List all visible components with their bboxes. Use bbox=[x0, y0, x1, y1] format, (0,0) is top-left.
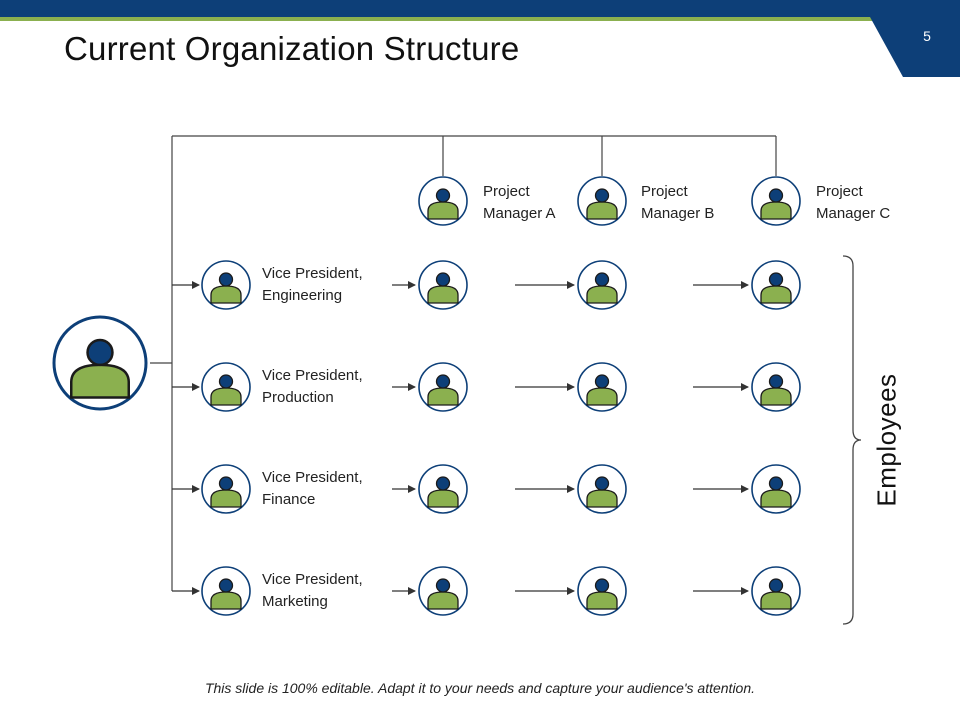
slide-title: Current Organization Structure bbox=[64, 30, 520, 67]
right-brace-icon bbox=[842, 255, 862, 625]
vice-president-person-icon bbox=[201, 260, 251, 310]
vice-president-person-icon bbox=[201, 566, 251, 616]
ceo-person-icon bbox=[52, 315, 148, 411]
project-manager-b-label: Project Manager B bbox=[641, 183, 715, 222]
employee-person-icon bbox=[751, 566, 801, 616]
employee-person-icon bbox=[751, 260, 801, 310]
vp-finance-label: Vice President, Finance bbox=[262, 469, 363, 508]
employee-person-icon bbox=[577, 260, 627, 310]
employee-person-icon bbox=[418, 566, 468, 616]
project-manager-a-label: Project Manager A bbox=[483, 183, 556, 222]
employee-person-icon bbox=[751, 362, 801, 412]
vice-president-person-icon bbox=[201, 464, 251, 514]
employee-person-icon bbox=[418, 260, 468, 310]
employee-person-icon bbox=[577, 362, 627, 412]
project-manager-c-label: Project Manager C bbox=[816, 183, 891, 222]
header-band bbox=[0, 0, 960, 17]
vp-production-label: Vice President, Production bbox=[262, 367, 363, 406]
header-accent-line bbox=[0, 17, 880, 21]
employee-person-icon bbox=[577, 566, 627, 616]
page-number-tab bbox=[870, 17, 960, 77]
employee-person-icon bbox=[418, 464, 468, 514]
vp-engineering-label: Vice President, Engineering bbox=[262, 265, 363, 304]
employee-person-icon bbox=[418, 362, 468, 412]
employee-person-icon bbox=[577, 464, 627, 514]
vp-marketing-label: Vice President, Marketing bbox=[262, 571, 363, 610]
project-manager-person-icon bbox=[418, 176, 468, 226]
footer-note: This slide is 100% editable. Adapt it to… bbox=[204, 680, 756, 696]
employee-person-icon bbox=[751, 464, 801, 514]
vice-president-person-icon bbox=[201, 362, 251, 412]
page-number: 5 bbox=[923, 28, 931, 44]
project-manager-person-icon bbox=[751, 176, 801, 226]
project-manager-person-icon bbox=[577, 176, 627, 226]
